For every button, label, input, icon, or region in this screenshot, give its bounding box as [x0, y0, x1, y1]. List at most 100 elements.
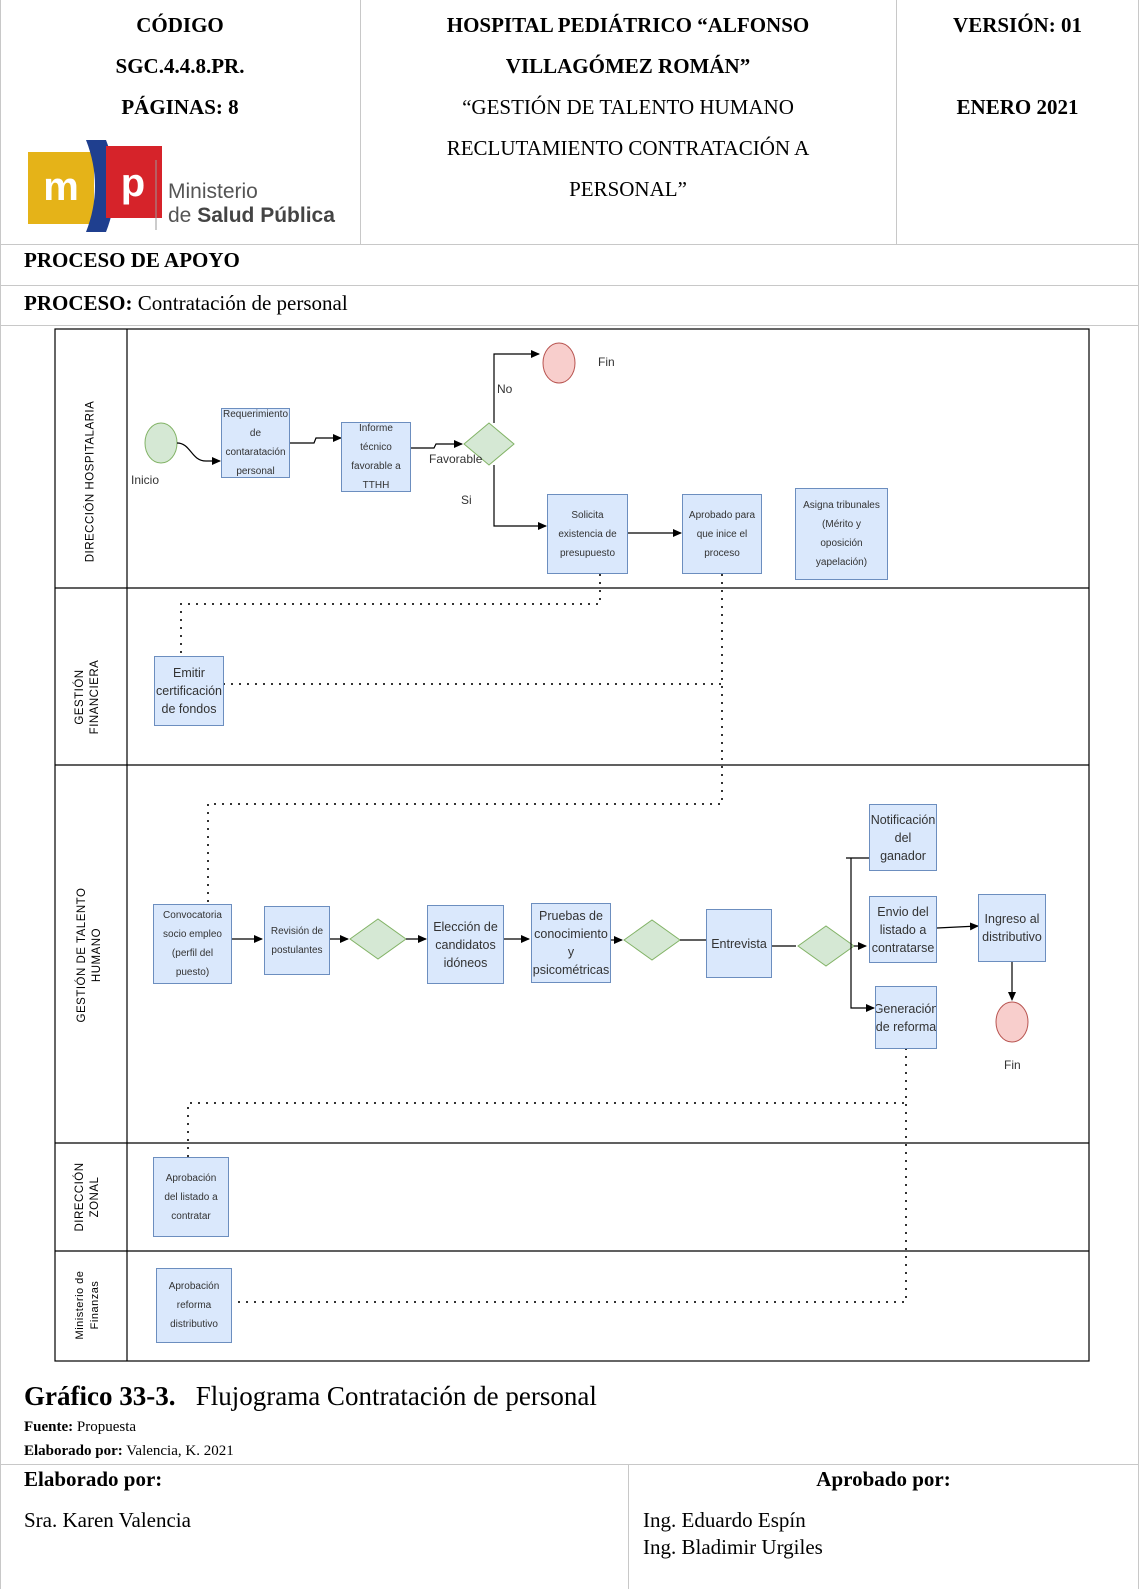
row-divider: [0, 325, 1139, 326]
label-favorable: Favorable: [429, 452, 483, 466]
lane-mf-2: Finanzas: [89, 1280, 101, 1330]
footer-aprobado-name-1: Ing. Eduardo Espín: [643, 1508, 806, 1532]
edge-si: [493, 465, 547, 530]
decision-favorable: [463, 422, 515, 466]
footer-aprobado-name-2: Ing. Bladimir Urgiles: [643, 1535, 823, 1559]
task-ingreso: Ingreso al distributivo: [978, 894, 1046, 962]
codigo-value: SGC.4.4.8.PR.: [115, 54, 245, 78]
edge: [936, 922, 979, 931]
codigo-label: CÓDIGO: [136, 13, 224, 37]
hospital-line1: HOSPITAL PEDIÁTRICO “ALFONSO: [446, 13, 810, 37]
edge: [290, 434, 342, 444]
label-no: No: [497, 382, 513, 396]
lane-dz-2: ZONAL: [89, 1176, 101, 1218]
logo-p: p: [121, 161, 145, 205]
task-asigna: Asigna tribunales (Mérito y oposición ya…: [795, 488, 888, 580]
label-fin-top: Fin: [598, 355, 615, 369]
version: VERSIÓN: 01: [953, 13, 1082, 37]
task-solicita: Solicita existencia de presupuesto: [547, 494, 628, 574]
lane-gf-2: FINANCIERA: [89, 659, 101, 735]
grafico-title: Flujograma Contratación de personal: [195, 1381, 597, 1411]
task-requerimiento: Requerimiento de contaratación personal: [221, 408, 290, 478]
logo-m: m: [43, 165, 79, 209]
row-divider: [0, 1464, 1139, 1465]
row-divider: [0, 285, 1139, 286]
edge-no: [493, 350, 540, 423]
lane-gf-1: GESTIÓN: [74, 669, 86, 725]
footer-col-divider: [628, 1464, 629, 1589]
proceso-value: Contratación de personal: [137, 291, 348, 315]
proceso-row: PROCESO: Contratación de personal: [24, 291, 348, 316]
task-aprobacion-listado: Aprobación del listado a contratar: [153, 1157, 229, 1237]
decision-entrevista: [797, 925, 855, 967]
task-generacion: Generación de reforma: [875, 986, 937, 1049]
task-envio: Envio del listado a contratarse: [869, 896, 937, 963]
decision-revision: [349, 918, 407, 960]
end-event-bottom: [995, 1001, 1029, 1043]
fuente-label: Fuente:: [24, 1419, 74, 1435]
task-aprobado: Aprobado para que inice el proceso: [682, 494, 762, 574]
lane-direccion-hospitalaria: DIRECCIÓN HOSPITALARIA: [84, 400, 97, 563]
logo-line2-a: de: [168, 204, 198, 227]
dotted-edge: [232, 1048, 907, 1303]
label-fin-bottom: Fin: [1004, 1058, 1021, 1072]
elaborado-value: Valencia, K. 2021: [126, 1443, 234, 1459]
task-emitir: Emitir certificación de fondos: [154, 656, 224, 726]
dotted-edge: [187, 1102, 904, 1171]
end-event-top: [542, 342, 576, 384]
paginas: PÁGINAS: 8: [121, 95, 239, 119]
logo-line2-b: Salud Pública: [197, 204, 335, 227]
footer-elaborado-name: Sra. Karen Valencia: [24, 1508, 191, 1532]
lane-mf-1: Ministerio de: [74, 1270, 86, 1340]
task-convocatoria: Convocatoria socio empleo (perfil del pu…: [153, 904, 232, 984]
flowchart-lines: [54, 328, 1090, 1362]
start-event: [144, 422, 178, 464]
edge: [176, 442, 221, 465]
logo-line1: Ministerio: [168, 180, 258, 203]
task-eleccion: Elección de candidatos idóneos: [427, 905, 504, 984]
label-inicio: Inicio: [131, 473, 160, 487]
fecha: ENERO 2021: [956, 95, 1079, 119]
footer-aprobado-header: Aprobado por:: [816, 1467, 951, 1491]
label-si: Si: [461, 493, 472, 507]
frame-left: [0, 0, 1, 1589]
dotted-connectors: [180, 574, 907, 1303]
dotted-edge: [180, 574, 601, 656]
lane-th-2: HUMANO: [91, 927, 103, 983]
edge: [411, 440, 463, 449]
lane-th-1: GESTIÓN DE TALENTO: [76, 887, 88, 1023]
task-informe: Informe técnico favorable a TTHH: [341, 422, 411, 492]
figure-caption: Gráfico 33-3. Flujograma Contratación de…: [24, 1381, 597, 1412]
grafico-label: Gráfico 33-3.: [24, 1381, 176, 1411]
fuente-value: Propuesta: [76, 1419, 137, 1435]
task-pruebas: Pruebas de conocimiento y psicométricas: [531, 903, 611, 983]
lane-dz-1: DIRECCIÓN: [74, 1162, 86, 1232]
dotted-edge: [207, 574, 723, 908]
proceso-label: PROCESO:: [24, 291, 133, 315]
logo-line2: de Salud Pública: [168, 204, 335, 228]
hospital-line2: VILLAGÓMEZ ROMÁN”: [505, 54, 751, 78]
gestion-line2: RECLUTAMIENTO CONTRATACIÓN A: [446, 136, 810, 160]
proceso-apoyo: PROCESO DE APOYO: [24, 248, 240, 272]
msp-logo-mark: m p: [28, 140, 162, 232]
pool-frame: [54, 328, 1090, 1362]
fuente-row: Fuente: Propuesta: [24, 1419, 136, 1436]
elaborado-row: Elaborado por: Valencia, K. 2021: [24, 1443, 234, 1460]
elaborado-label: Elaborado por:: [24, 1443, 123, 1459]
gestion-line1: “GESTIÓN DE TALENTO HUMANO: [462, 95, 794, 119]
task-revision: Revisión de postulantes: [264, 906, 330, 975]
msp-logo: m p Ministerio de Salud Pública: [28, 140, 348, 232]
task-aprobacion-reforma: Aprobación reforma distributivo: [156, 1268, 232, 1343]
gestion-line3: PERSONAL”: [569, 177, 687, 201]
task-notificacion: Notificación del ganador: [869, 804, 937, 871]
decision-pruebas: [623, 919, 681, 961]
header-col-divider: [896, 0, 897, 244]
header-col-divider: [360, 0, 361, 244]
edge: [850, 858, 875, 1012]
footer-elaborado-header: Elaborado por:: [24, 1467, 163, 1491]
